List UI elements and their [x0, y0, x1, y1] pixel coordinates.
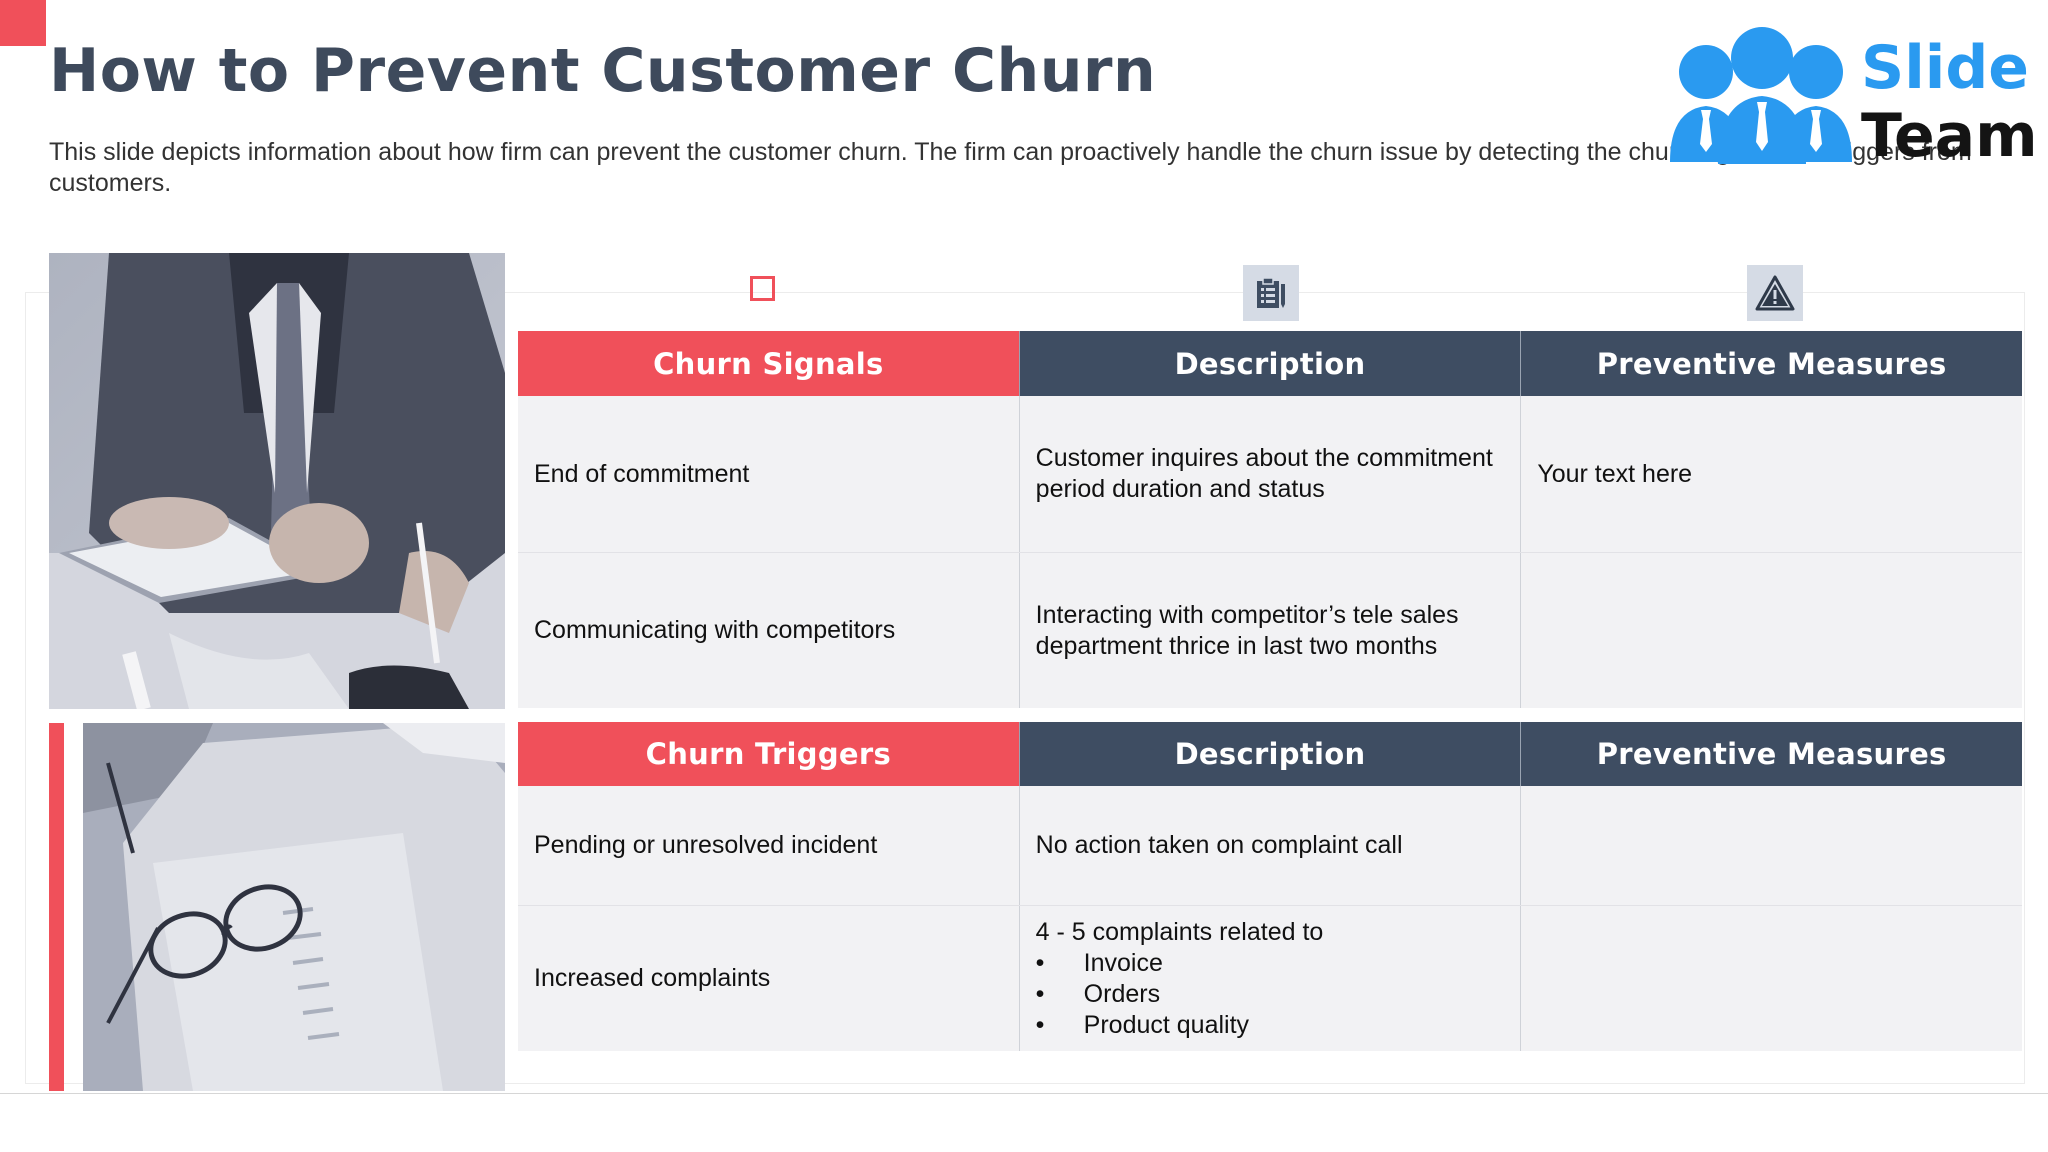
brand-logo: Slide Team — [1664, 24, 2038, 174]
list-item: • Product quality — [1036, 1010, 1249, 1041]
table-row: Increased complaints 4 - 5 complaints re… — [518, 905, 2022, 1051]
measure-cell — [1520, 906, 2022, 1051]
trigger-cell: Pending or unresolved incident — [534, 831, 878, 859]
corner-accent — [0, 0, 46, 46]
table-row: End of commitment Customer inquires abou… — [518, 396, 2022, 552]
header-preventive-measures: Preventive Measures — [1520, 722, 2023, 786]
signal-cell: Communicating with competitors — [534, 616, 896, 644]
header-preventive-measures: Preventive Measures — [1520, 331, 2023, 396]
signal-cell: End of commitment — [534, 459, 750, 488]
page-subtitle: This slide depicts information about how… — [49, 138, 1972, 197]
logo-text-slide: Slide — [1861, 33, 2029, 103]
square-outline-icon — [749, 275, 775, 301]
description-intro: 4 - 5 complaints related to — [1035, 917, 1324, 946]
bullet-dot: • — [1035, 979, 1045, 1008]
documents-glasses-photo — [83, 723, 505, 1091]
table-row: Pending or unresolved incident No action… — [518, 786, 2022, 905]
bullet-text: Product quality — [1083, 1010, 1250, 1039]
content-frame — [25, 292, 2025, 1084]
page-title: How to Prevent Customer Churn — [49, 36, 1157, 106]
bottom-divider — [0, 1093, 2048, 1094]
bullet-dot: • — [1035, 1010, 1045, 1039]
header-description: Description — [1018, 331, 1521, 396]
header-churn-signals: Churn Signals — [518, 331, 1019, 396]
bullet-dot: • — [1035, 948, 1045, 977]
measure-cell: Your text here — [1520, 396, 2022, 552]
accent-side-bar — [49, 723, 64, 1091]
header-churn-triggers: Churn Triggers — [518, 722, 1019, 786]
business-meeting-photo — [49, 253, 505, 709]
description-cell: Customer inquires about the commitment p… — [1018, 396, 1521, 552]
list-item: • Orders — [1036, 979, 1160, 1010]
logo-text-team: Team — [1861, 101, 2038, 171]
header-description: Description — [1018, 722, 1521, 786]
table-row: Communicating with competitors Interacti… — [518, 552, 2022, 708]
description-cell: No action taken on complaint call — [1018, 786, 1521, 905]
bullet-text: Invoice — [1083, 948, 1163, 977]
warning-triangle-icon — [1747, 265, 1803, 321]
people-group-icon — [1670, 27, 1852, 164]
table-header-row: Churn Triggers Description Preventive Me… — [518, 722, 2023, 786]
description-cell: Interacting with competitor’s tele sales… — [1018, 553, 1521, 708]
trigger-cell: Increased complaints — [534, 964, 771, 992]
measure-cell — [1520, 786, 2022, 905]
bullet-text: Orders — [1083, 979, 1161, 1008]
description-cell: 4 - 5 complaints related to • Invoice • … — [1018, 906, 1521, 1051]
churn-signals-table: Churn Signals Description Preventive Mea… — [518, 331, 2023, 708]
table-header-row: Churn Signals Description Preventive Mea… — [518, 331, 2023, 396]
clipboard-list-icon — [1243, 265, 1299, 321]
list-item: • Invoice — [1036, 948, 1163, 979]
measure-cell — [1520, 553, 2022, 708]
churn-triggers-table: Churn Triggers Description Preventive Me… — [518, 722, 2023, 1051]
